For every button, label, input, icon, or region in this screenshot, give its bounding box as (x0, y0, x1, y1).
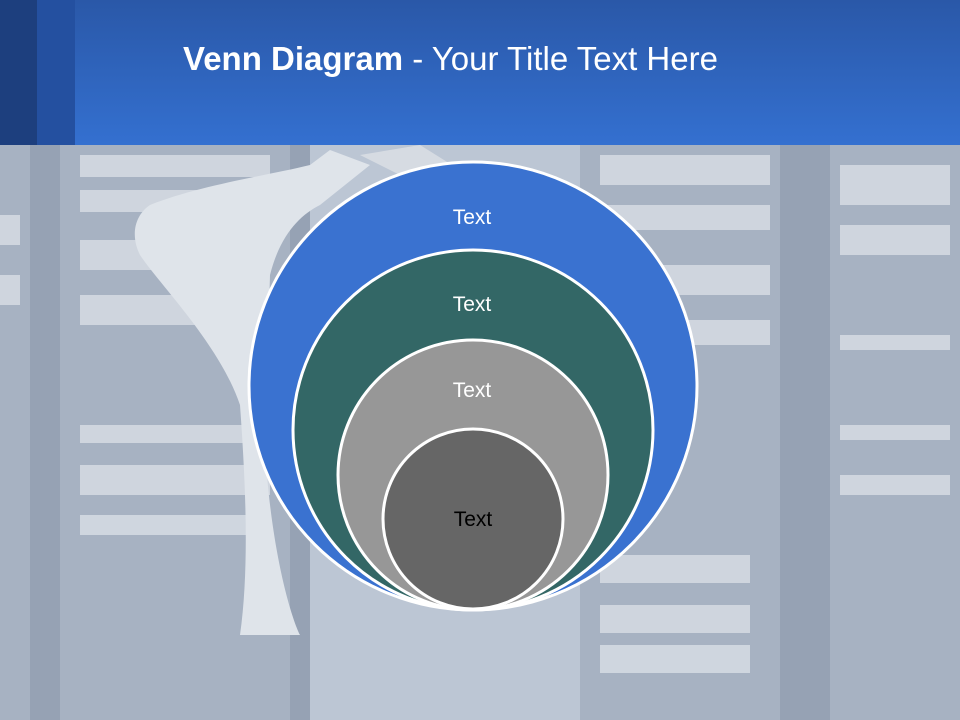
inner-circle-label: Text (454, 508, 493, 531)
third-circle-label: Text (453, 379, 492, 402)
header-accent-mid (37, 0, 75, 145)
second-circle-label: Text (453, 293, 492, 316)
title-bold: Venn Diagram (183, 40, 404, 77)
slide-title: Venn Diagram - Your Title Text Here (183, 40, 718, 78)
title-rest: - Your Title Text Here (403, 40, 718, 77)
header-bar: Venn Diagram - Your Title Text Here (0, 0, 960, 145)
outer-circle-label: Text (453, 206, 492, 229)
header-accent-dark (0, 0, 37, 145)
inner-circle (381, 427, 565, 611)
